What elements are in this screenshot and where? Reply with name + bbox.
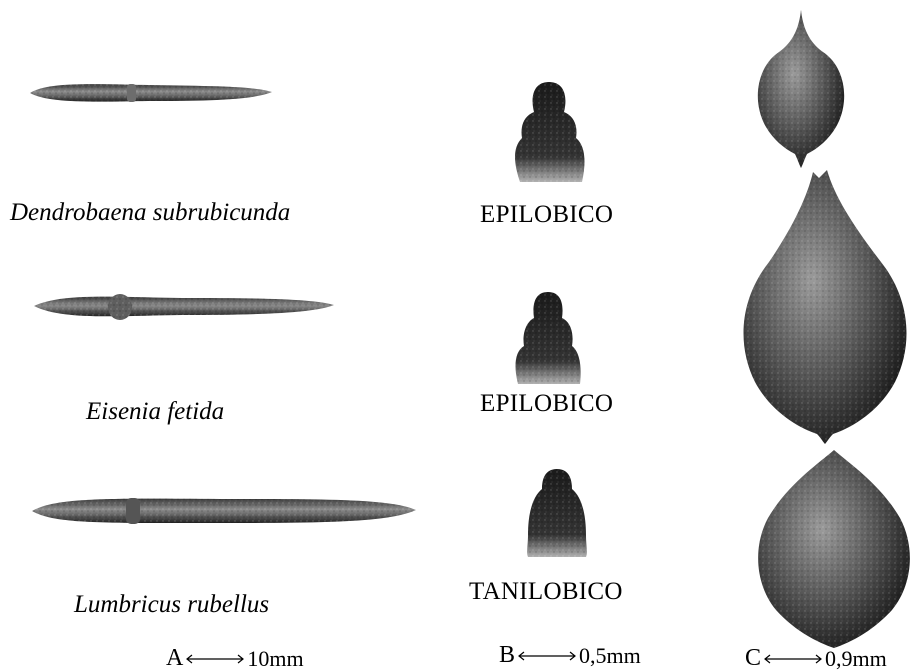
scale-bar-c-letter: C <box>745 645 761 672</box>
prostomium-1-figure <box>508 78 590 186</box>
prostomium-2-type-label: EPILOBICO <box>480 390 613 418</box>
double-arrow-icon <box>763 653 823 665</box>
scale-bar-a-letter: A <box>166 645 183 672</box>
double-arrow-icon <box>517 650 577 662</box>
scale-bar-c: C 0,9mm <box>745 645 887 672</box>
worm-2-species-label: Eisenia fetida <box>86 398 224 426</box>
scale-bar-a-value: 10mm <box>247 646 303 672</box>
cocoon-3-figure <box>756 448 912 648</box>
prostomium-3-figure <box>520 465 594 561</box>
scale-bar-b: B 0,5mm <box>499 642 641 669</box>
worm-3-figure <box>30 490 418 532</box>
worm-2-figure <box>32 290 336 326</box>
scale-bar-a: A 10mm <box>166 645 304 672</box>
prostomium-1-type-label: EPILOBICO <box>480 201 613 229</box>
scale-bar-b-letter: B <box>499 642 515 669</box>
worm-3-species-label: Lumbricus rubellus <box>74 591 269 619</box>
worm-1-species-label: Dendrobaena subrubicunda <box>10 199 290 227</box>
prostomium-3-type-label: TANILOBICO <box>469 578 623 606</box>
double-arrow-icon <box>185 653 245 665</box>
cocoon-1-figure <box>755 8 847 168</box>
scale-bar-c-value: 0,9mm <box>825 646 887 672</box>
worm-1-figure <box>28 78 274 108</box>
cocoon-2-figure <box>735 168 915 444</box>
scale-bar-b-value: 0,5mm <box>579 643 641 669</box>
prostomium-2-figure <box>508 288 588 388</box>
